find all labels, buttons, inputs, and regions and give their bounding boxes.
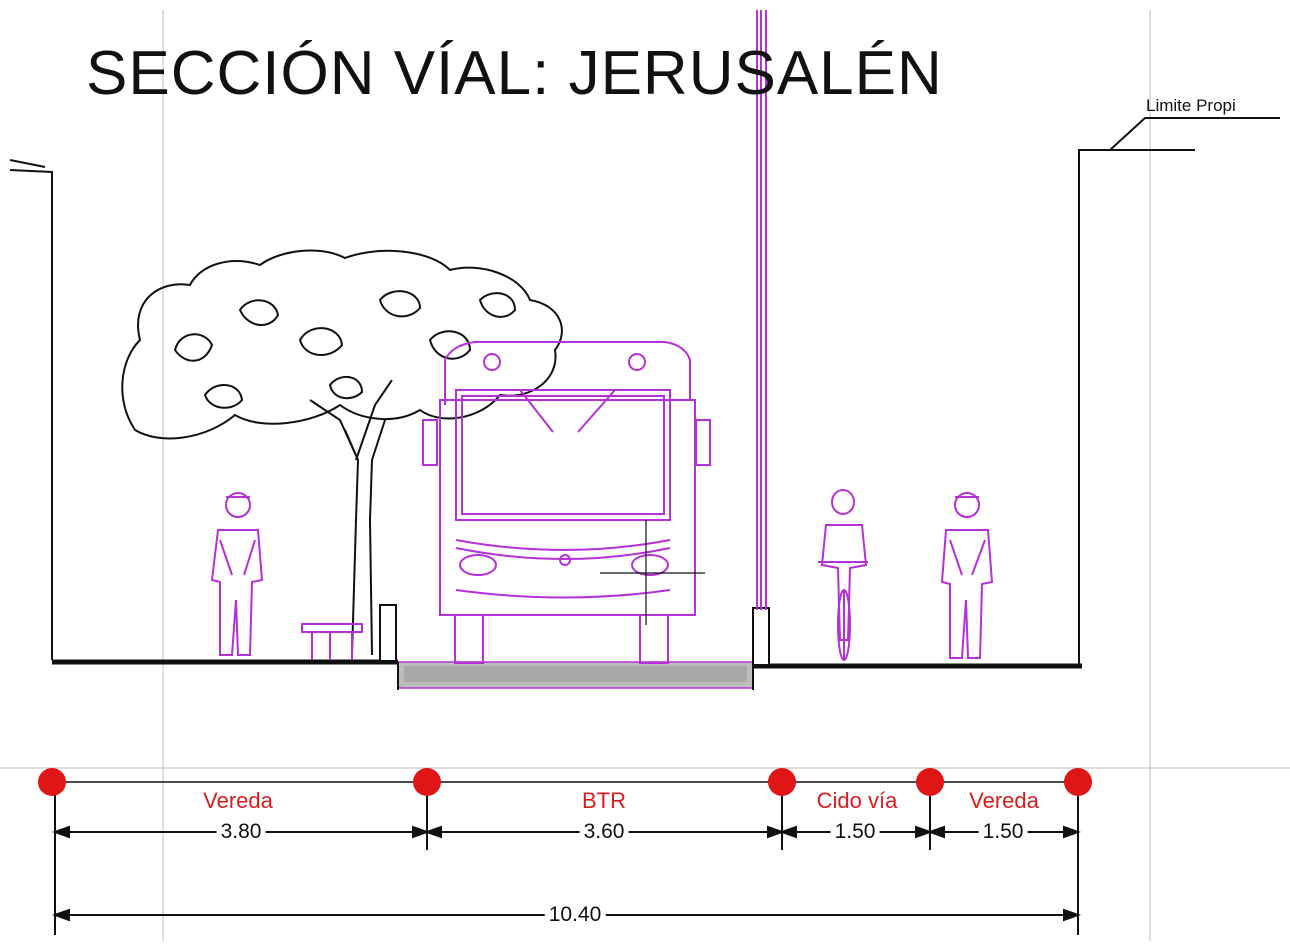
guide-lines (0, 10, 1290, 941)
light-pole-icon (756, 10, 767, 610)
tree-icon (121, 249, 563, 656)
marker-4 (916, 768, 944, 796)
dimension-total: 10.40 (544, 903, 606, 927)
segment-label-vereda-left: Vereda (200, 788, 276, 814)
ground (52, 659, 1082, 669)
marker-2 (413, 768, 441, 796)
dimension-vereda-right: 1.50 (978, 820, 1028, 844)
drawing-title: SECCIÓN VÍAL: JERUSALÉN (86, 39, 943, 108)
segment-markers (38, 768, 1092, 796)
btr-lane-slab (397, 661, 754, 690)
dimension-btr: 3.60 (579, 820, 629, 844)
cyclist-icon (818, 489, 868, 661)
dimension-ciclovia: 1.50 (830, 820, 880, 844)
curbs (379, 604, 770, 666)
segment-label-vereda-right: Vereda (966, 788, 1042, 814)
pedestrian-left-icon (210, 492, 264, 656)
dimension-vereda-left: 3.80 (216, 820, 266, 844)
pedestrian-right-icon (940, 492, 994, 659)
bench-icon (301, 623, 363, 660)
left-building (9, 159, 53, 660)
segment-label-btr: BTR (579, 788, 629, 814)
bus-crosshair (600, 520, 705, 625)
marker-3 (768, 768, 796, 796)
btr-bus-icon (422, 341, 711, 664)
right-building (1078, 117, 1280, 664)
property-limit-label: Limite Propi (1146, 96, 1236, 115)
segment-label-ciclovia: Cido vía (813, 788, 901, 814)
marker-5 (1064, 768, 1092, 796)
marker-1 (38, 768, 66, 796)
